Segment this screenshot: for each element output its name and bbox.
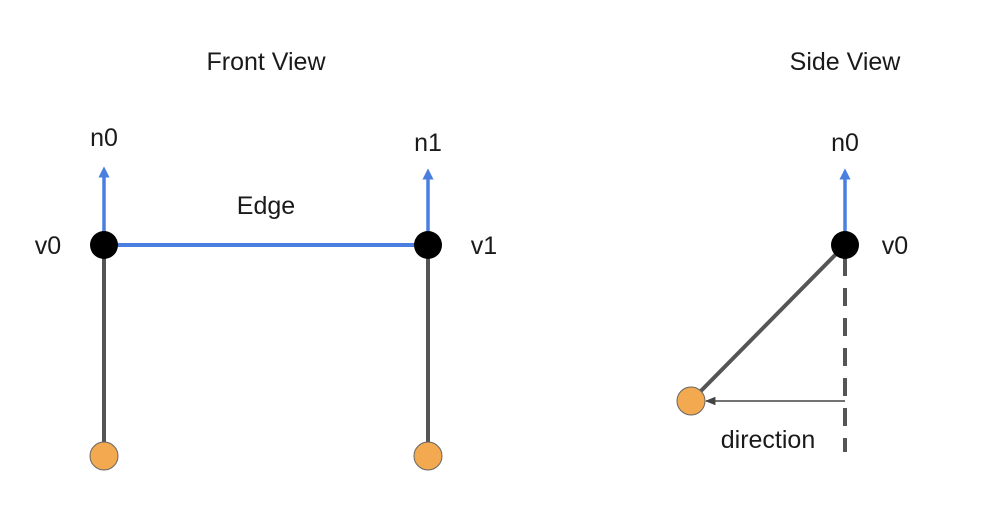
side-vertex-v0	[831, 231, 859, 259]
normal-n0-label: n0	[90, 124, 118, 152]
edge-label: Edge	[237, 192, 295, 220]
front-left-end-point	[89, 441, 119, 471]
side-end-point	[676, 386, 706, 416]
vertex-v0-label: v0	[35, 232, 61, 260]
side-view: Side View direction n0 v0	[676, 48, 908, 454]
front-view: Front View Edge n0 n1 v0 v1	[35, 48, 497, 471]
vertex-v1-label: v1	[471, 232, 497, 260]
vertex-v1	[414, 231, 442, 259]
side-vertex-v0-label: v0	[882, 232, 908, 260]
side-view-title: Side View	[790, 48, 902, 76]
front-right-end-point	[413, 441, 443, 471]
front-view-title: Front View	[206, 48, 326, 76]
side-normal-n0-label: n0	[831, 129, 859, 157]
normal-n1-label: n1	[414, 129, 442, 157]
vertex-v0	[90, 231, 118, 259]
side-diagonal-line	[689, 243, 847, 403]
direction-label: direction	[721, 426, 816, 454]
